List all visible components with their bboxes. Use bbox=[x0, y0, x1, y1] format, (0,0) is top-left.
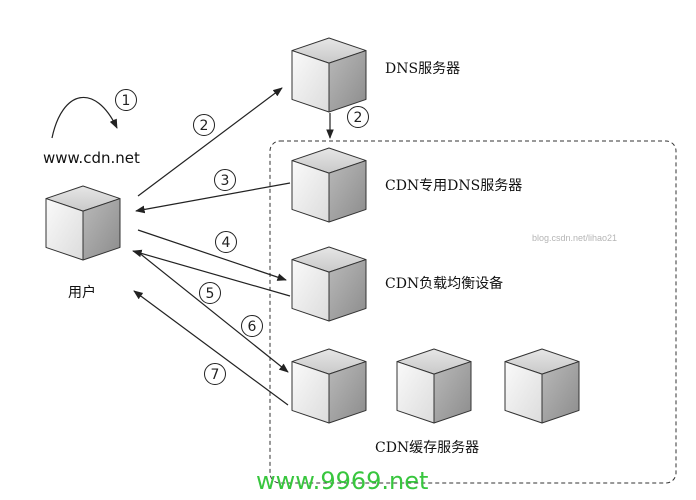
cdn-cache-cube-1 bbox=[291, 348, 367, 424]
svg-text:6: 6 bbox=[248, 319, 257, 335]
svg-text:5: 5 bbox=[206, 286, 215, 302]
cdn-cache-cube-3 bbox=[504, 348, 580, 424]
arrow-step4-user-to-lb bbox=[137, 229, 287, 281]
user-label: 用户 bbox=[68, 284, 96, 301]
svg-text:7: 7 bbox=[211, 367, 220, 383]
svg-text:2: 2 bbox=[354, 110, 363, 126]
arrow-step3-cdn-dns-to-user bbox=[135, 182, 291, 214]
dns-server-cube-right-face bbox=[328, 50, 367, 113]
step-5-marker: 5 bbox=[199, 282, 221, 304]
cdn-lb-cube bbox=[291, 246, 367, 322]
cdn-dns-server-label: CDN专用DNS服务器 bbox=[385, 178, 522, 194]
dns-server-label: DNS服务器 bbox=[385, 61, 460, 77]
step-7-marker: 7 bbox=[204, 363, 226, 385]
arrow-step2-user-to-dns bbox=[137, 87, 283, 197]
step-3-marker: 3 bbox=[214, 169, 236, 191]
svg-text:3: 3 bbox=[221, 173, 230, 189]
cdn-cache-servers-label: CDN缓存服务器 bbox=[375, 440, 479, 456]
url-label: www.cdn.net bbox=[43, 149, 140, 167]
step-6-marker: 6 bbox=[241, 315, 263, 337]
arrow-step5-lb-to-user bbox=[132, 249, 291, 297]
server-cubes bbox=[45, 37, 580, 424]
cdn-cache-cube-2 bbox=[396, 348, 472, 424]
step-2a-marker: 2 bbox=[193, 114, 215, 136]
cdn-dns-server-cube-right-face bbox=[328, 160, 367, 223]
svg-text:2: 2 bbox=[200, 118, 209, 134]
step-1-marker: 1 bbox=[115, 89, 137, 111]
arrow-step7-cache-to-user bbox=[133, 290, 289, 406]
cdn-cache-cube-2-right-face bbox=[433, 361, 472, 424]
user-cube-right-face bbox=[82, 198, 121, 261]
svg-text:4: 4 bbox=[222, 235, 231, 251]
cdn-cache-cube-1-right-face bbox=[328, 361, 367, 424]
user-cube bbox=[45, 185, 121, 261]
cdn-region-border bbox=[269, 140, 677, 484]
cdn-dns-server-cube bbox=[291, 147, 367, 223]
blog-watermark: blog.csdn.net/lihao21 bbox=[532, 233, 617, 243]
svg-text:1: 1 bbox=[122, 93, 131, 109]
site-watermark: www.9969.net bbox=[256, 467, 428, 495]
cdn-cache-cube-3-right-face bbox=[541, 361, 580, 424]
step-2b-marker: 2 bbox=[347, 106, 369, 128]
cdn-load-balancer-label: CDN负载均衡设备 bbox=[385, 275, 503, 292]
arrow-step6-user-to-cache bbox=[137, 251, 289, 373]
dns-server-cube bbox=[291, 37, 367, 113]
step-4-marker: 4 bbox=[215, 231, 237, 253]
cdn-lb-cube-right-face bbox=[328, 259, 367, 322]
step1-curved-arrow bbox=[51, 97, 118, 139]
